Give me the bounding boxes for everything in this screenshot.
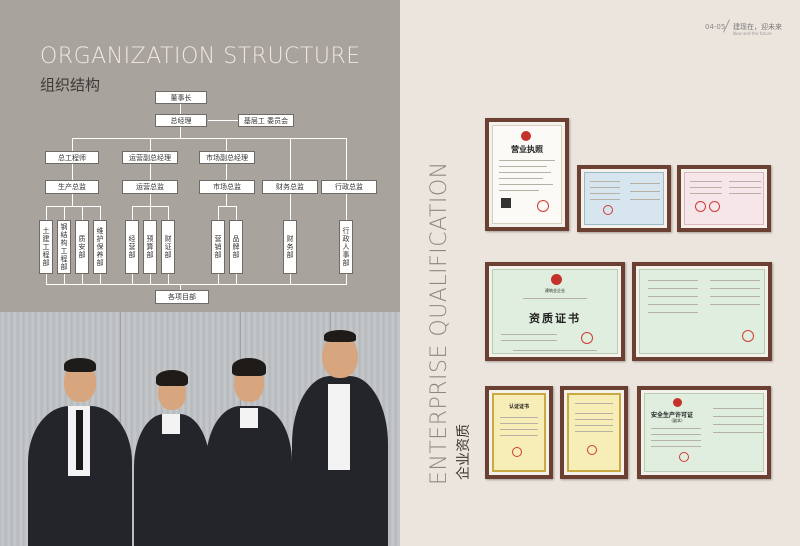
org-dept-admin-hr: 行政人事部 xyxy=(339,220,353,274)
org-dept-maintenance: 维护保养部 xyxy=(93,220,107,274)
org-project-departments: 各项目部 xyxy=(155,290,209,304)
org-operations-vp: 运营副总经理 xyxy=(122,151,178,164)
right-page: 04-05 建现在，迎未来 Now and the future ENTERPR… xyxy=(400,0,800,546)
cert-safety-production-permit: 安全生产许可证 （副本） xyxy=(637,386,771,479)
qualification-cert-header: 建筑业企业 xyxy=(545,288,565,293)
cert-registration-2 xyxy=(560,386,628,479)
org-admin-director: 行政总监 xyxy=(321,180,377,194)
org-finance-director: 财务总监 xyxy=(262,180,318,194)
cert-registration-1: 认证证书 xyxy=(485,386,553,479)
header-slogan-en: Now and the future xyxy=(733,31,772,36)
cert-qualification-copy xyxy=(632,262,772,361)
person-1 xyxy=(28,356,132,546)
header-slogan: 建现在，迎未来 xyxy=(733,23,782,31)
org-structure-subtitle: 组织结构 xyxy=(40,76,101,94)
org-dept-business: 经营部 xyxy=(125,220,139,274)
org-chief-engineer: 总工程师 xyxy=(45,151,99,164)
cert-registration-title: 认证证书 xyxy=(508,404,529,410)
org-production-director: 生产总监 xyxy=(45,180,99,194)
org-marketing-director: 市场总监 xyxy=(199,180,255,194)
org-dept-brand: 品牌部 xyxy=(229,220,243,274)
org-union-committee: 基层工 委员会 xyxy=(238,114,294,127)
qualification-cert-title: 资质证书 xyxy=(529,312,581,325)
person-2 xyxy=(134,366,210,546)
org-dept-steel: 钢结构工程部 xyxy=(57,220,71,274)
cert-org-code-1 xyxy=(577,165,671,232)
org-structure-title: ORGANIZATION STRUCTURE xyxy=(40,44,361,69)
org-marketing-vp: 市场副总经理 xyxy=(199,151,255,164)
person-4 xyxy=(292,328,388,546)
org-dept-sales: 营销部 xyxy=(211,220,225,274)
cert-construction-qualification: 建筑业企业 资质证书 xyxy=(485,262,625,361)
qualification-subtitle: 企业资质 xyxy=(456,424,472,480)
qualification-title: ENTERPRISE QUALIFICATION xyxy=(427,161,452,485)
cert-business-license: 营业执照 xyxy=(485,118,569,231)
safety-permit-note: （副本） xyxy=(669,418,685,423)
left-page: ORGANIZATION STRUCTURE 组织结构 董事长 总经理 基层工 … xyxy=(0,0,400,546)
org-dept-finance-cert: 财证部 xyxy=(161,220,175,274)
org-operations-director: 运营总监 xyxy=(122,180,178,194)
safety-permit-title: 安全生产许可证 xyxy=(651,412,694,419)
org-dept-budget: 预算部 xyxy=(143,220,157,274)
team-photo xyxy=(0,312,400,546)
org-dept-quality-safety: 质安部 xyxy=(75,220,89,274)
person-3 xyxy=(206,356,292,546)
business-license-title: 营业执照 xyxy=(511,145,543,154)
org-dept-civil: 土建工程部 xyxy=(39,220,53,274)
cert-tax-registration xyxy=(677,165,771,232)
org-general-manager: 总经理 xyxy=(155,114,207,127)
org-dept-finance: 财务部 xyxy=(283,220,297,274)
page-number: 04-05 xyxy=(705,23,726,31)
org-chairman: 董事长 xyxy=(155,91,207,104)
